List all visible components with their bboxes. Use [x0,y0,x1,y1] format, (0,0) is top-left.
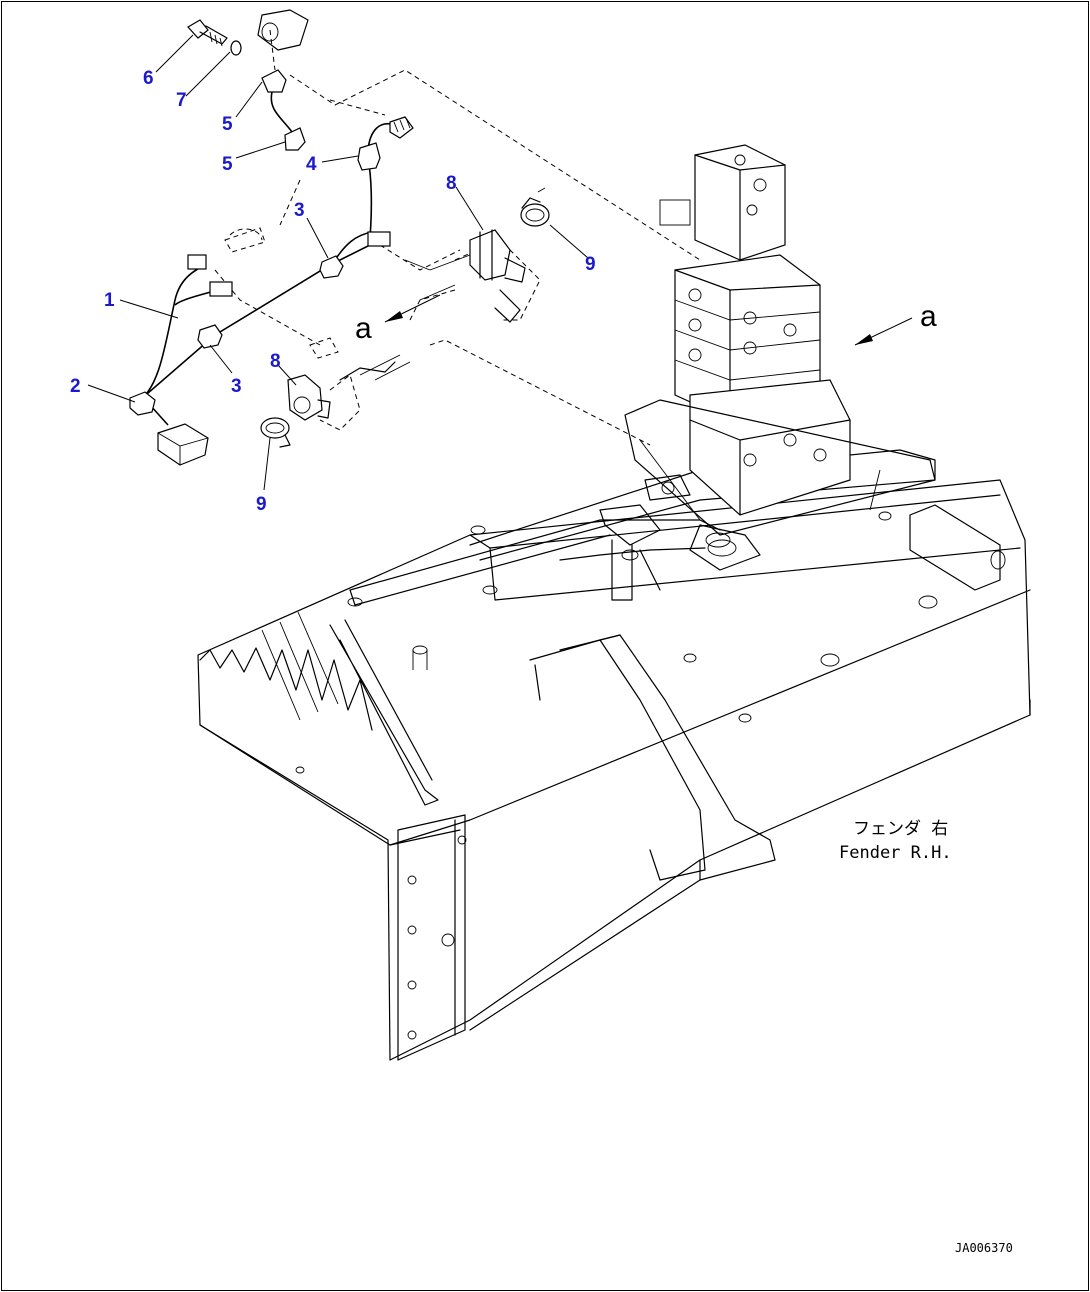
clamp-upper [520,187,550,227]
harness-components [129,9,414,466]
wiring-harness [139,123,396,426]
drawing-number: JA006370 [955,1241,1013,1255]
leader-lines [87,34,589,491]
callout-2: 2 [70,376,81,397]
view-marker-left: a [355,312,372,345]
callout-6: 6 [143,68,154,89]
view-arrow-right: a [854,300,937,346]
view-marker-right: a [920,300,937,333]
callout-3-lower: 3 [231,376,242,397]
callout-9-lower: 9 [256,494,267,515]
callout-8-lower: 8 [270,351,281,372]
pressure-sensor-upper [404,229,526,323]
callout-1: 1 [104,290,115,311]
control-valve-assembly [559,144,936,601]
fender-note-english: Fender R.H. [839,843,952,863]
callout-5-lower: 5 [222,154,233,175]
callout-5-upper: 5 [222,114,233,135]
callout-9-upper: 9 [585,254,596,275]
fender-note-japanese: フェンダ 右 [853,819,948,839]
callout-labels: 1 2 3 3 4 5 5 6 7 8 8 9 9 [70,68,596,515]
callout-8-upper: 8 [446,173,457,194]
callout-3-upper: 3 [294,200,305,221]
view-arrow-left: a [355,294,441,345]
fender-body [197,449,1031,1061]
clamp-lower [260,417,291,448]
pressure-sensor-lower [287,354,411,421]
routing-lines [214,29,701,446]
callout-4: 4 [306,154,317,175]
deck-bolts [295,511,1006,774]
callout-7: 7 [176,90,187,111]
